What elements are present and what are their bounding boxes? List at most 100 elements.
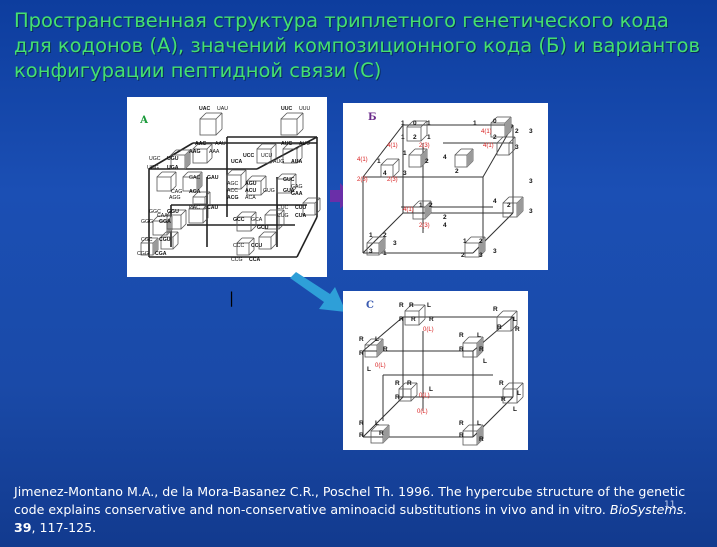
edge-line: [182, 171, 189, 178]
panel-b-label: Б: [368, 112, 377, 123]
codon-label: GUA: [283, 188, 295, 194]
edge-line: [508, 136, 516, 144]
peptide-config-value: R: [395, 380, 400, 387]
composition-value-red: 4(1): [481, 129, 492, 135]
codon-label: GCC: [233, 217, 245, 223]
composition-value-red: 2(3): [419, 143, 430, 149]
codon-label: UCA: [231, 159, 242, 165]
edge-line: [314, 209, 321, 216]
edge-line: [156, 171, 163, 178]
edge-line: [418, 318, 426, 326]
edge-line: [258, 231, 265, 238]
composition-value: 1: [383, 250, 387, 257]
composition-value: 3: [529, 178, 533, 185]
peptide-config-value: R: [359, 350, 364, 357]
codon-label: GGC: [149, 209, 161, 215]
edge-line: [256, 143, 263, 150]
edge-line: [398, 382, 406, 390]
codon-label: CAC: [189, 205, 200, 211]
peptide-config-value: R: [515, 326, 520, 333]
codon-node-cube: [199, 118, 217, 136]
edge-line: [420, 134, 428, 142]
composition-value: 2: [515, 128, 519, 135]
codon-node-cube: [282, 148, 298, 164]
peptide-config-value: L: [429, 386, 433, 393]
edge-line: [510, 324, 518, 332]
edge-line: [276, 173, 283, 180]
composition-value: 2: [479, 238, 483, 245]
cube-shaded-face: [467, 149, 473, 167]
codon-label: UGG: [147, 165, 159, 171]
composition-value: 4: [493, 198, 497, 205]
edge-line: [496, 136, 504, 144]
codon-label: GUC: [283, 177, 295, 183]
composition-value: 2: [413, 134, 417, 141]
peptide-config-value: R: [429, 316, 434, 323]
edge-line: [490, 116, 498, 124]
codon-node-cube: [276, 178, 292, 194]
edge-line: [280, 112, 288, 120]
composition-value-red: 2(3): [387, 177, 398, 183]
edge-line: [296, 128, 304, 136]
peptide-config-value: L: [513, 406, 517, 413]
citation: Jimenez-Montano M.A., de la Mora-Basanez…: [14, 483, 704, 537]
cube-shaded-face: [167, 216, 172, 235]
peptide-config-value: L: [367, 366, 371, 373]
composition-value: 2: [383, 232, 387, 239]
codon-label: UAU: [217, 106, 228, 112]
composition-value: 2: [507, 202, 511, 209]
composition-value-red: 2(3): [357, 177, 368, 183]
composition-node-cube: [408, 154, 422, 168]
codon-label: ACC: [227, 188, 238, 194]
edge-line: [202, 203, 209, 210]
composition-value: 4: [443, 222, 447, 229]
peptide-config-value: R: [411, 316, 416, 323]
edge-line: [140, 237, 147, 244]
codon-label: AGA: [189, 189, 201, 195]
codon-label: AGU: [245, 181, 257, 187]
peptide-config-value: R: [395, 394, 400, 401]
peptide-config-red: 0(L): [419, 393, 430, 399]
peptide-config-value: R: [501, 396, 506, 403]
edge-line: [204, 203, 211, 210]
cube-shaded-face: [421, 149, 427, 167]
edge-line: [166, 209, 173, 216]
composition-value: 3: [529, 128, 533, 135]
edge-line: [199, 112, 207, 120]
edge-line: [172, 231, 179, 238]
codon-label: UCU: [261, 153, 272, 159]
edge-line: [180, 209, 187, 216]
edge-line: [364, 338, 372, 346]
edge-line: [264, 209, 271, 216]
edge-line: [250, 225, 257, 232]
composition-value: 2: [493, 134, 497, 141]
codon-label: AAG: [189, 149, 201, 155]
peptide-node-cube: [502, 388, 518, 404]
edge-line: [510, 310, 518, 318]
peptide-config-value: L: [517, 390, 521, 397]
peptide-config-value: R: [383, 346, 388, 353]
edge-line: [204, 191, 211, 198]
codon-label: CCG: [231, 257, 243, 263]
edge-line: [180, 223, 187, 230]
edge-line: [508, 148, 516, 156]
composition-value: 3: [479, 252, 483, 259]
codon-label: ACG: [227, 195, 239, 201]
edge-line: [462, 336, 470, 344]
codon-label: AUU: [299, 141, 310, 147]
codon-label: UCC: [243, 153, 254, 159]
edge-line: [270, 157, 277, 164]
edge-line: [240, 183, 247, 190]
composition-value: 3: [529, 208, 533, 215]
edge-line: [296, 157, 303, 164]
edge-line: [362, 212, 404, 254]
codon-node-cube: [236, 216, 252, 232]
codon-label: AUA: [291, 159, 302, 165]
composition-value: 1: [419, 202, 423, 209]
codon-label: CUG: [277, 213, 289, 219]
codon-node-cube: [246, 180, 262, 196]
edge-line: [496, 310, 504, 318]
